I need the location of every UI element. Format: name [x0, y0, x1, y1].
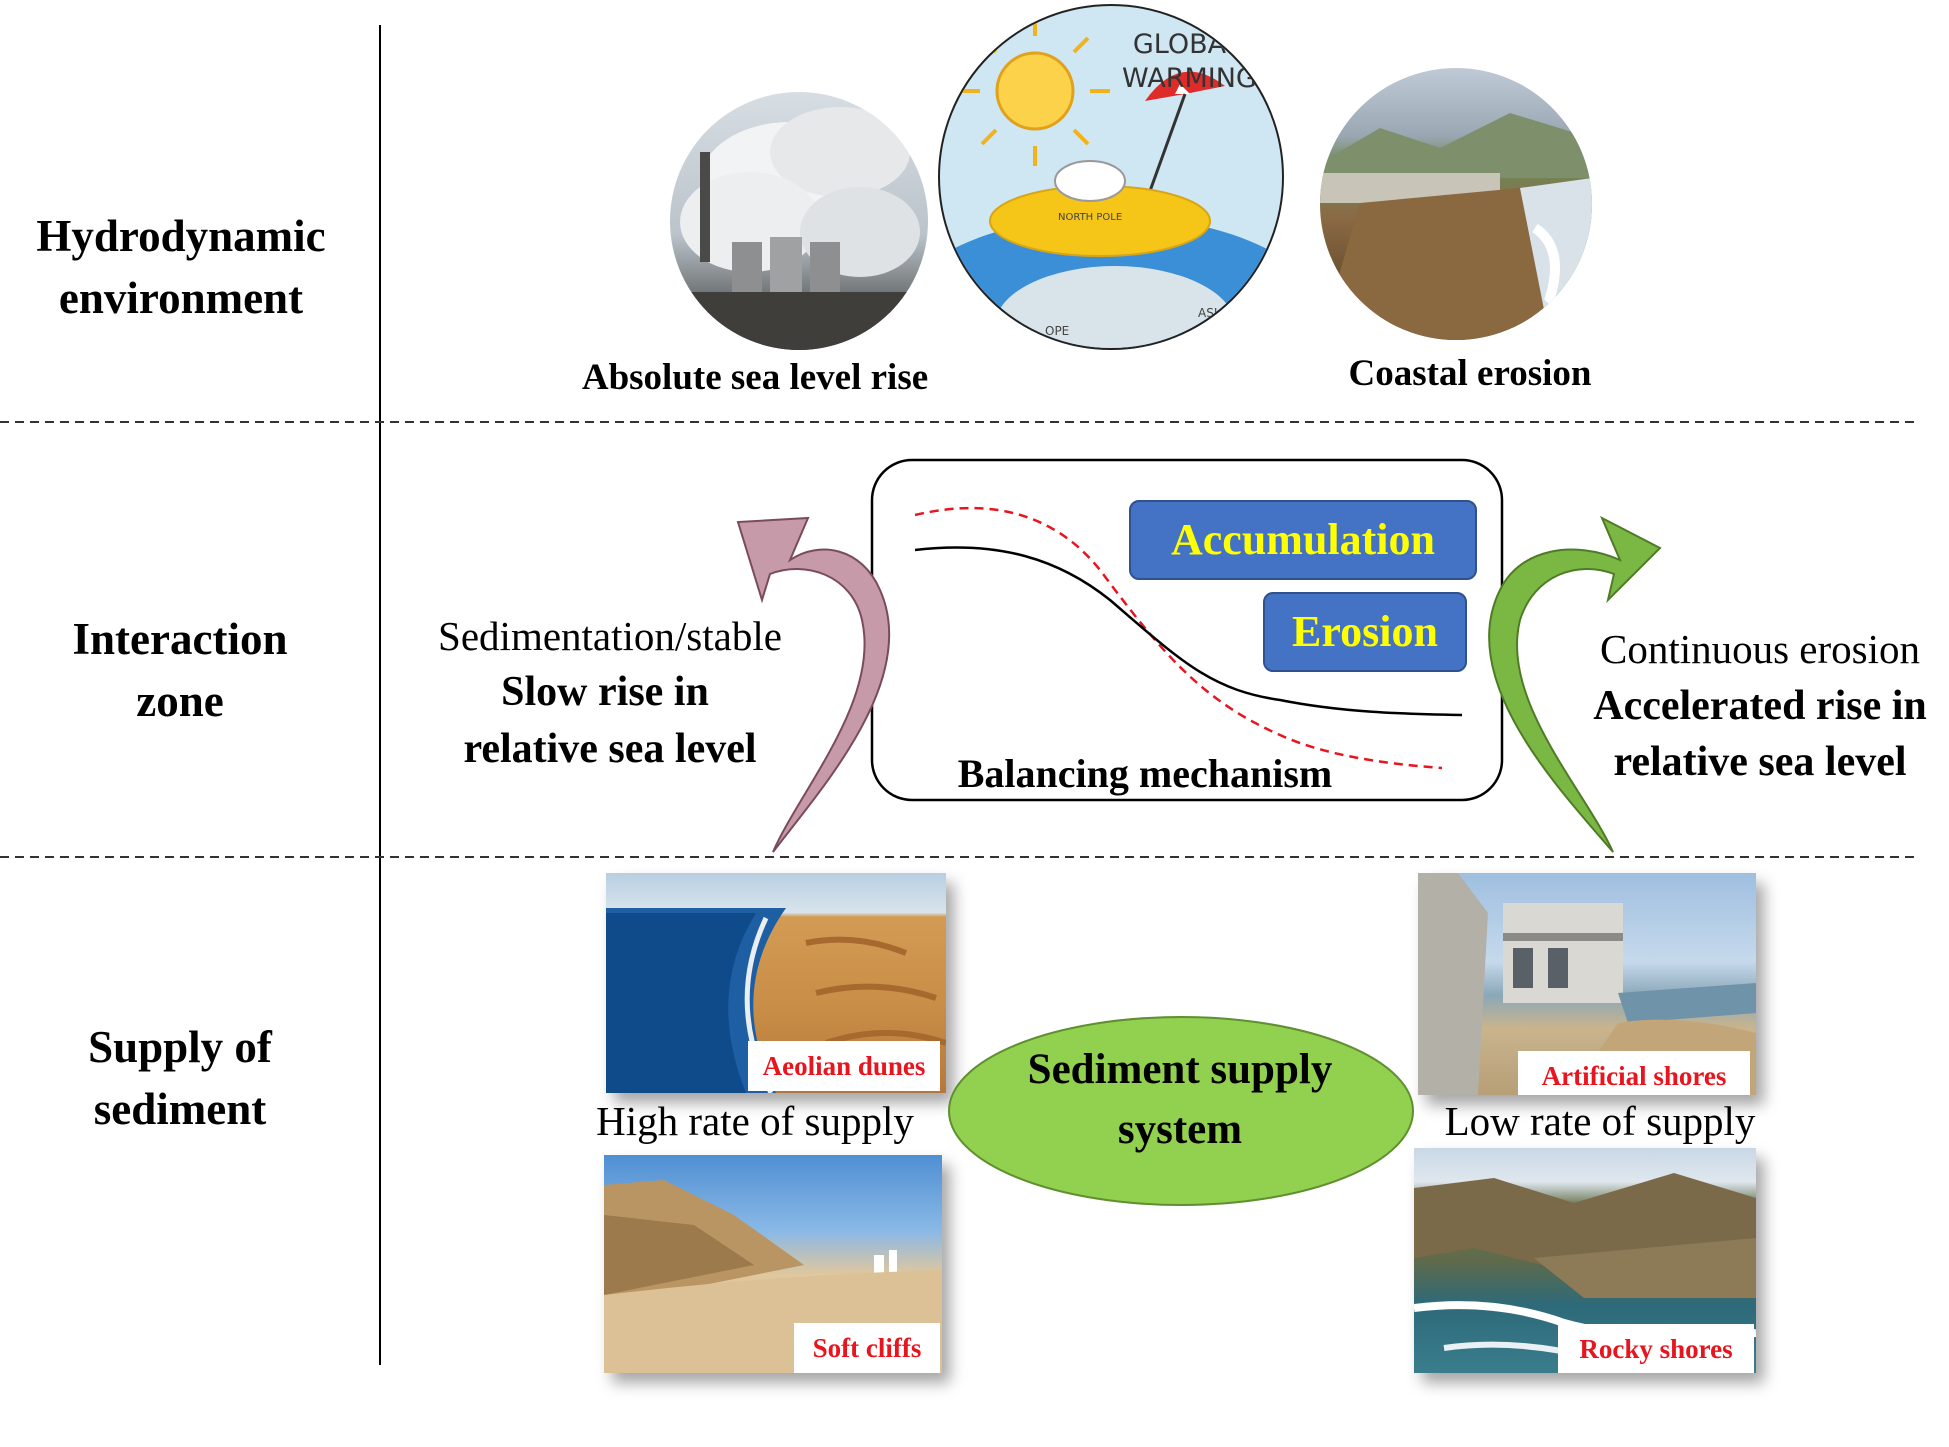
left-curved-arrow — [736, 516, 891, 853]
factory-smoke-image — [670, 92, 928, 350]
row-label-interaction: Interaction zone — [72, 614, 288, 726]
artificial-shores-photo: Artificial shores — [1418, 873, 1756, 1095]
left-line-sedimentation: Sedimentation/stable — [438, 613, 782, 659]
aeolian-dunes-photo: Aeolian dunes — [606, 873, 946, 1093]
right-curved-arrow — [1488, 515, 1662, 853]
tag-rocky-shores: Rocky shores — [1558, 1324, 1754, 1373]
cartoon-drawing — [940, 16, 1282, 348]
factory-smoke-drawing — [670, 107, 928, 350]
cartoon-asia-label: ASIA — [1198, 306, 1226, 320]
cliffs-drawing — [604, 1180, 942, 1373]
cartoon-title: GLOBAL WARMING? — [1122, 29, 1272, 94]
dunes-drawing — [606, 908, 946, 1093]
sediment-supply-system-label: Sediment supply system — [1027, 1046, 1333, 1153]
caption-coastal-erosion: Coastal erosion — [1348, 353, 1592, 394]
high-rate-of-supply: High rate of supply — [596, 1098, 914, 1144]
right-line-accelerated-rise: Accelerated rise in — [1593, 683, 1927, 729]
cartoon-pole-label: NORTH POLE — [1058, 212, 1123, 223]
cartoon-europe-label: OPE — [1045, 324, 1070, 338]
row-label-supply: Supply of sediment — [88, 1022, 272, 1134]
red-dashed-curve — [914, 506, 1443, 770]
accumulation-box: Accumulation — [1129, 500, 1477, 580]
left-line-slow-rise: Slow rise in — [501, 669, 709, 715]
global-warming-cartoon: GLOBAL WARMING? NORTH POLE ASIA OPE — [938, 4, 1284, 350]
row-label-hydrodynamic: Hydrodynamic environment — [36, 211, 326, 323]
sediment-ellipse — [948, 1016, 1414, 1206]
right-line-relative-sea-level: relative sea level — [1613, 739, 1907, 785]
erosion-box: Erosion — [1263, 592, 1467, 672]
tag-aeolian-dunes: Aeolian dunes — [748, 1041, 940, 1091]
balancing-mechanism-label: Balancing mechanism — [957, 751, 1333, 796]
left-line-relative-sea-level: relative sea level — [463, 726, 757, 772]
caption-absolute-sea-level-rise: Absolute sea level rise — [581, 357, 929, 398]
erosion-drawing — [1320, 113, 1592, 340]
black-balance-curve — [914, 546, 1463, 717]
rocky-shores-photo: Rocky shores — [1414, 1148, 1756, 1373]
low-rate-of-supply: Low rate of supply — [1444, 1098, 1756, 1144]
soft-cliffs-photo: Soft cliffs — [604, 1155, 942, 1373]
coastal-erosion-image — [1320, 68, 1592, 340]
tag-soft-cliffs: Soft cliffs — [794, 1323, 940, 1373]
right-line-continuous-erosion: Continuous erosion — [1599, 626, 1921, 672]
tag-artificial-shores: Artificial shores — [1518, 1051, 1750, 1095]
